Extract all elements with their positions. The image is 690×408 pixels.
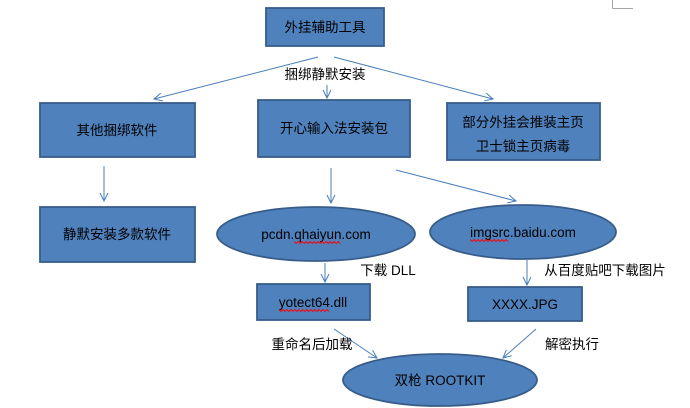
node-installer-label: 开心输入法安装包 — [280, 121, 388, 136]
spellcheck-underline — [293, 240, 341, 245]
node-dll-file: yotect64.dll — [256, 283, 371, 321]
node-other-bundled-label: 其他捆绑软件 — [77, 123, 158, 138]
arrow-tool-to-homepage — [333, 56, 495, 102]
node-tool-label: 外挂辅助工具 — [285, 20, 366, 35]
node-imgsrc-host-ellipse — [429, 204, 617, 260]
spellcheck-underline — [469, 238, 509, 243]
arrow-tool-to-other-bundled — [152, 56, 319, 102]
node-rootkit-ellipse — [342, 353, 538, 407]
arrow-installer-to-imgsrc — [395, 169, 518, 204]
arrow-jpg-to-rootkit — [502, 328, 537, 359]
node-silent-install-box — [39, 206, 196, 263]
node-imgsrc-host-label: imgsrc.baidu.com — [470, 225, 576, 240]
node-pcdn-host: pcdn.qhaiyun.com — [216, 206, 416, 262]
node-tool-box — [265, 7, 385, 47]
node-homepage: 部分外挂会推装主页 卫士锁主页病毒 — [446, 102, 601, 161]
spellcheck-underline — [278, 308, 330, 313]
edge-label-download-dll: 下载 DLL — [360, 263, 416, 278]
node-tool: 外挂辅助工具 — [265, 7, 385, 47]
node-pcdn-host-label: pcdn.qhaiyun.com — [261, 227, 371, 242]
node-homepage-label-line-2: 卫士锁主页病毒 — [476, 139, 571, 154]
node-other-bundled: 其他捆绑软件 — [39, 102, 196, 158]
node-imgsrc-host: imgsrc.baidu.com — [429, 204, 617, 260]
node-other-bundled-box — [39, 102, 196, 158]
node-jpg-file: XXXX.JPG — [467, 286, 583, 322]
node-installer: 开心输入法安装包 — [257, 99, 411, 158]
edge-label-download-image: 从百度贴吧下载图片 — [544, 263, 666, 278]
node-dll-file-label: yotect64.dll — [279, 295, 347, 310]
node-dll-file-box — [256, 283, 371, 321]
arrow-dll-to-rootkit — [333, 328, 378, 359]
edge-label-decrypt-execute: 解密执行 — [545, 336, 599, 352]
edge-label-bundle-silent-install: 捆绑静默安装 — [285, 67, 366, 82]
node-homepage-box — [446, 102, 601, 161]
page-corner-mark — [612, 0, 633, 9]
node-rootkit: 双枪 ROOTKIT — [342, 353, 538, 407]
node-pcdn-host-ellipse — [216, 206, 416, 262]
node-installer-box — [257, 99, 411, 158]
node-jpg-file-label: XXXX.JPG — [492, 297, 558, 312]
edge-label-rename-load: 重命名后加载 — [272, 336, 353, 352]
node-rootkit-label: 双枪 ROOTKIT — [395, 372, 486, 388]
node-jpg-file-box — [467, 286, 583, 322]
node-silent-install: 静默安装多款软件 — [39, 206, 196, 263]
node-silent-install-label: 静默安装多款软件 — [63, 226, 171, 242]
node-homepage-label-line-1: 部分外挂会推装主页 — [462, 115, 584, 130]
